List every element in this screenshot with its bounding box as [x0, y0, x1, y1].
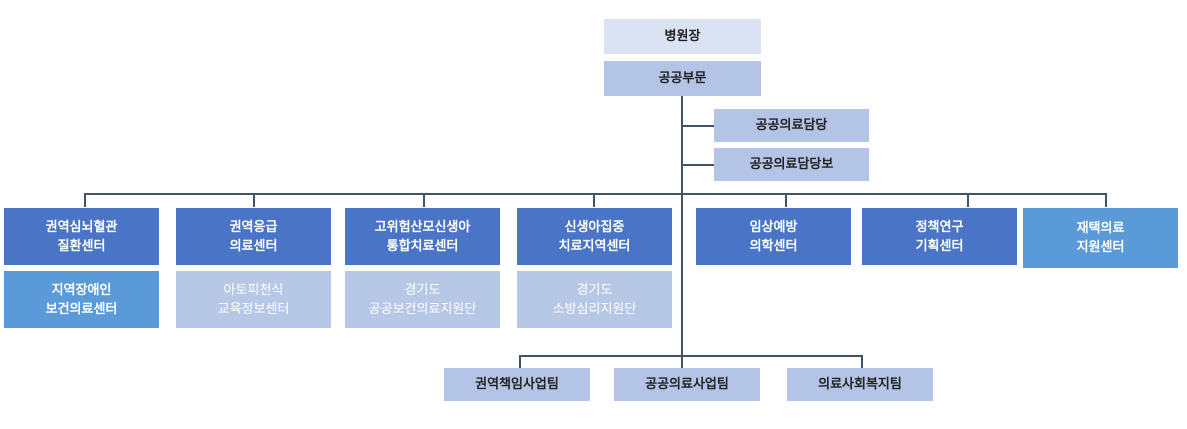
director-box: 병원장: [604, 19, 761, 54]
team-box-medical-social-welfare: 의료사회복지팀: [787, 368, 933, 401]
center-drop-line-6: [967, 193, 969, 207]
center-drop-line-7: [1105, 193, 1107, 207]
subcenter-box-firefighter-psych-support: 경기도 소방심리지원단: [517, 271, 672, 328]
staff-branch-line-1: [681, 125, 715, 127]
subcenter-box-public-health-support: 경기도 공공보건의료지원단: [345, 271, 500, 328]
team-drop-line-2: [681, 355, 683, 369]
public-division-box: 공공부문: [604, 61, 761, 96]
center-drop-line-3: [423, 193, 425, 207]
team-drop-line-1: [519, 355, 521, 369]
center-box-cerebrocardiovascular: 권역심뇌혈관 질환센터: [4, 208, 159, 265]
staff-box-public-medical-officer: 공공의료담당: [714, 109, 869, 142]
center-box-maternal-neonatal: 고위험산모신생아 통합치료센터: [345, 208, 500, 265]
subcenter-box-atopy-asthma: 아토피천식 교육정보센터: [176, 271, 331, 328]
team-box-regional-responsibility: 권역책임사업팀: [444, 368, 590, 401]
team-box-public-medical-projects: 공공의료사업팀: [614, 368, 760, 401]
staff-box-public-medical-assistant: 공공의료담당보: [714, 148, 869, 181]
center-drop-line-4: [593, 193, 595, 207]
center-drop-line-1: [84, 193, 86, 207]
subcenter-box-disability-health: 지역장애인 보건의료센터: [4, 271, 159, 328]
teams-trunk-line: [681, 340, 683, 356]
staff-branch-line-2: [681, 164, 715, 166]
center-box-emergency: 권역응급 의료센터: [176, 208, 331, 265]
teams-horizontal-line: [519, 355, 863, 357]
center-drop-line-5: [785, 193, 787, 207]
center-box-clinical-preventive: 임상예방 의학센터: [696, 208, 851, 265]
center-drop-line-2: [253, 193, 255, 207]
center-box-home-care: 재택의료 지원센터: [1023, 208, 1178, 268]
team-drop-line-3: [861, 355, 863, 369]
centers-horizontal-line: [84, 193, 1107, 195]
center-box-neonatal-intensive-care: 신생아집중 치료지역센터: [517, 208, 672, 265]
main-trunk-line: [681, 95, 683, 341]
center-box-policy-research: 정책연구 기획센터: [862, 208, 1017, 265]
